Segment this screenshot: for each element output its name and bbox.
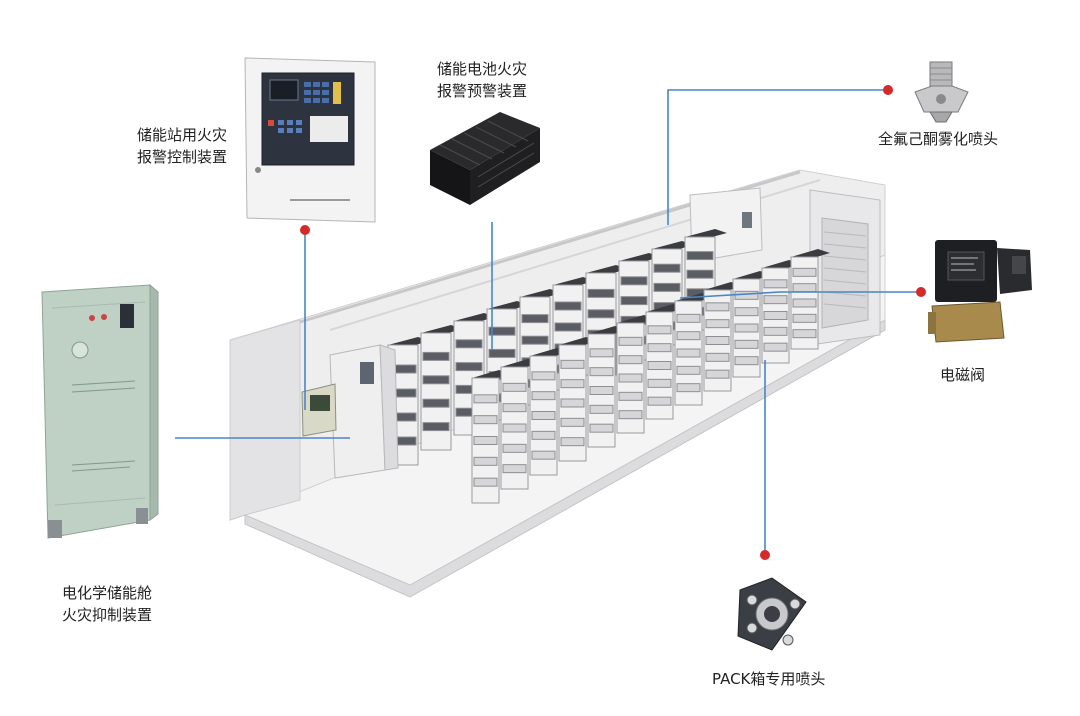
battery-rack [616, 315, 656, 434]
battery-rack [529, 348, 569, 476]
battery-warning-device-image [430, 112, 540, 205]
alarm-control-panel-image [244, 57, 376, 223]
label-battery-warning-device: 储能电池火灾 报警预警装置 [437, 58, 527, 102]
label-line: 储能站用火灾 [137, 126, 228, 144]
battery-rack-row-front [471, 249, 830, 504]
label-line: 电化学储能舱 [62, 584, 153, 602]
label-line: 报警控制装置 [137, 148, 228, 166]
front-control-cabinet [329, 344, 399, 479]
battery-rack [674, 293, 714, 406]
leader-lines [175, 89, 920, 555]
label-pack-nozzle: PACK箱专用喷头 [712, 670, 826, 688]
battery-rack [645, 304, 685, 420]
label-station-alarm-controller: 储能站用火灾 报警控制装置 [137, 124, 227, 168]
label-atomizing-nozzle: 全氟己酮雾化喷头 [878, 130, 999, 148]
wall-alarm-panel [301, 383, 337, 437]
battery-rack [471, 370, 511, 504]
label-line: 储能电池火灾 [437, 60, 528, 78]
battery-rack [420, 325, 463, 451]
pack-nozzle-image [737, 577, 807, 651]
air-conditioner-unit [809, 189, 881, 346]
battery-rack [703, 282, 743, 392]
suppression-cabinet-image [41, 283, 159, 539]
solenoid-valve-image [928, 240, 1032, 343]
battery-rack [732, 271, 772, 378]
label-solenoid-valve: 电磁阀 [940, 366, 986, 384]
label-line: 报警预警装置 [437, 82, 528, 100]
label-suppression-device: 电化学储能舱 火灾抑制装置 [62, 582, 152, 626]
label-line: 火灾抑制装置 [62, 606, 153, 624]
battery-rack [790, 249, 830, 350]
battery-rack [558, 337, 598, 462]
marker-dots [300, 85, 926, 560]
atomizing-nozzle-image [914, 61, 969, 123]
